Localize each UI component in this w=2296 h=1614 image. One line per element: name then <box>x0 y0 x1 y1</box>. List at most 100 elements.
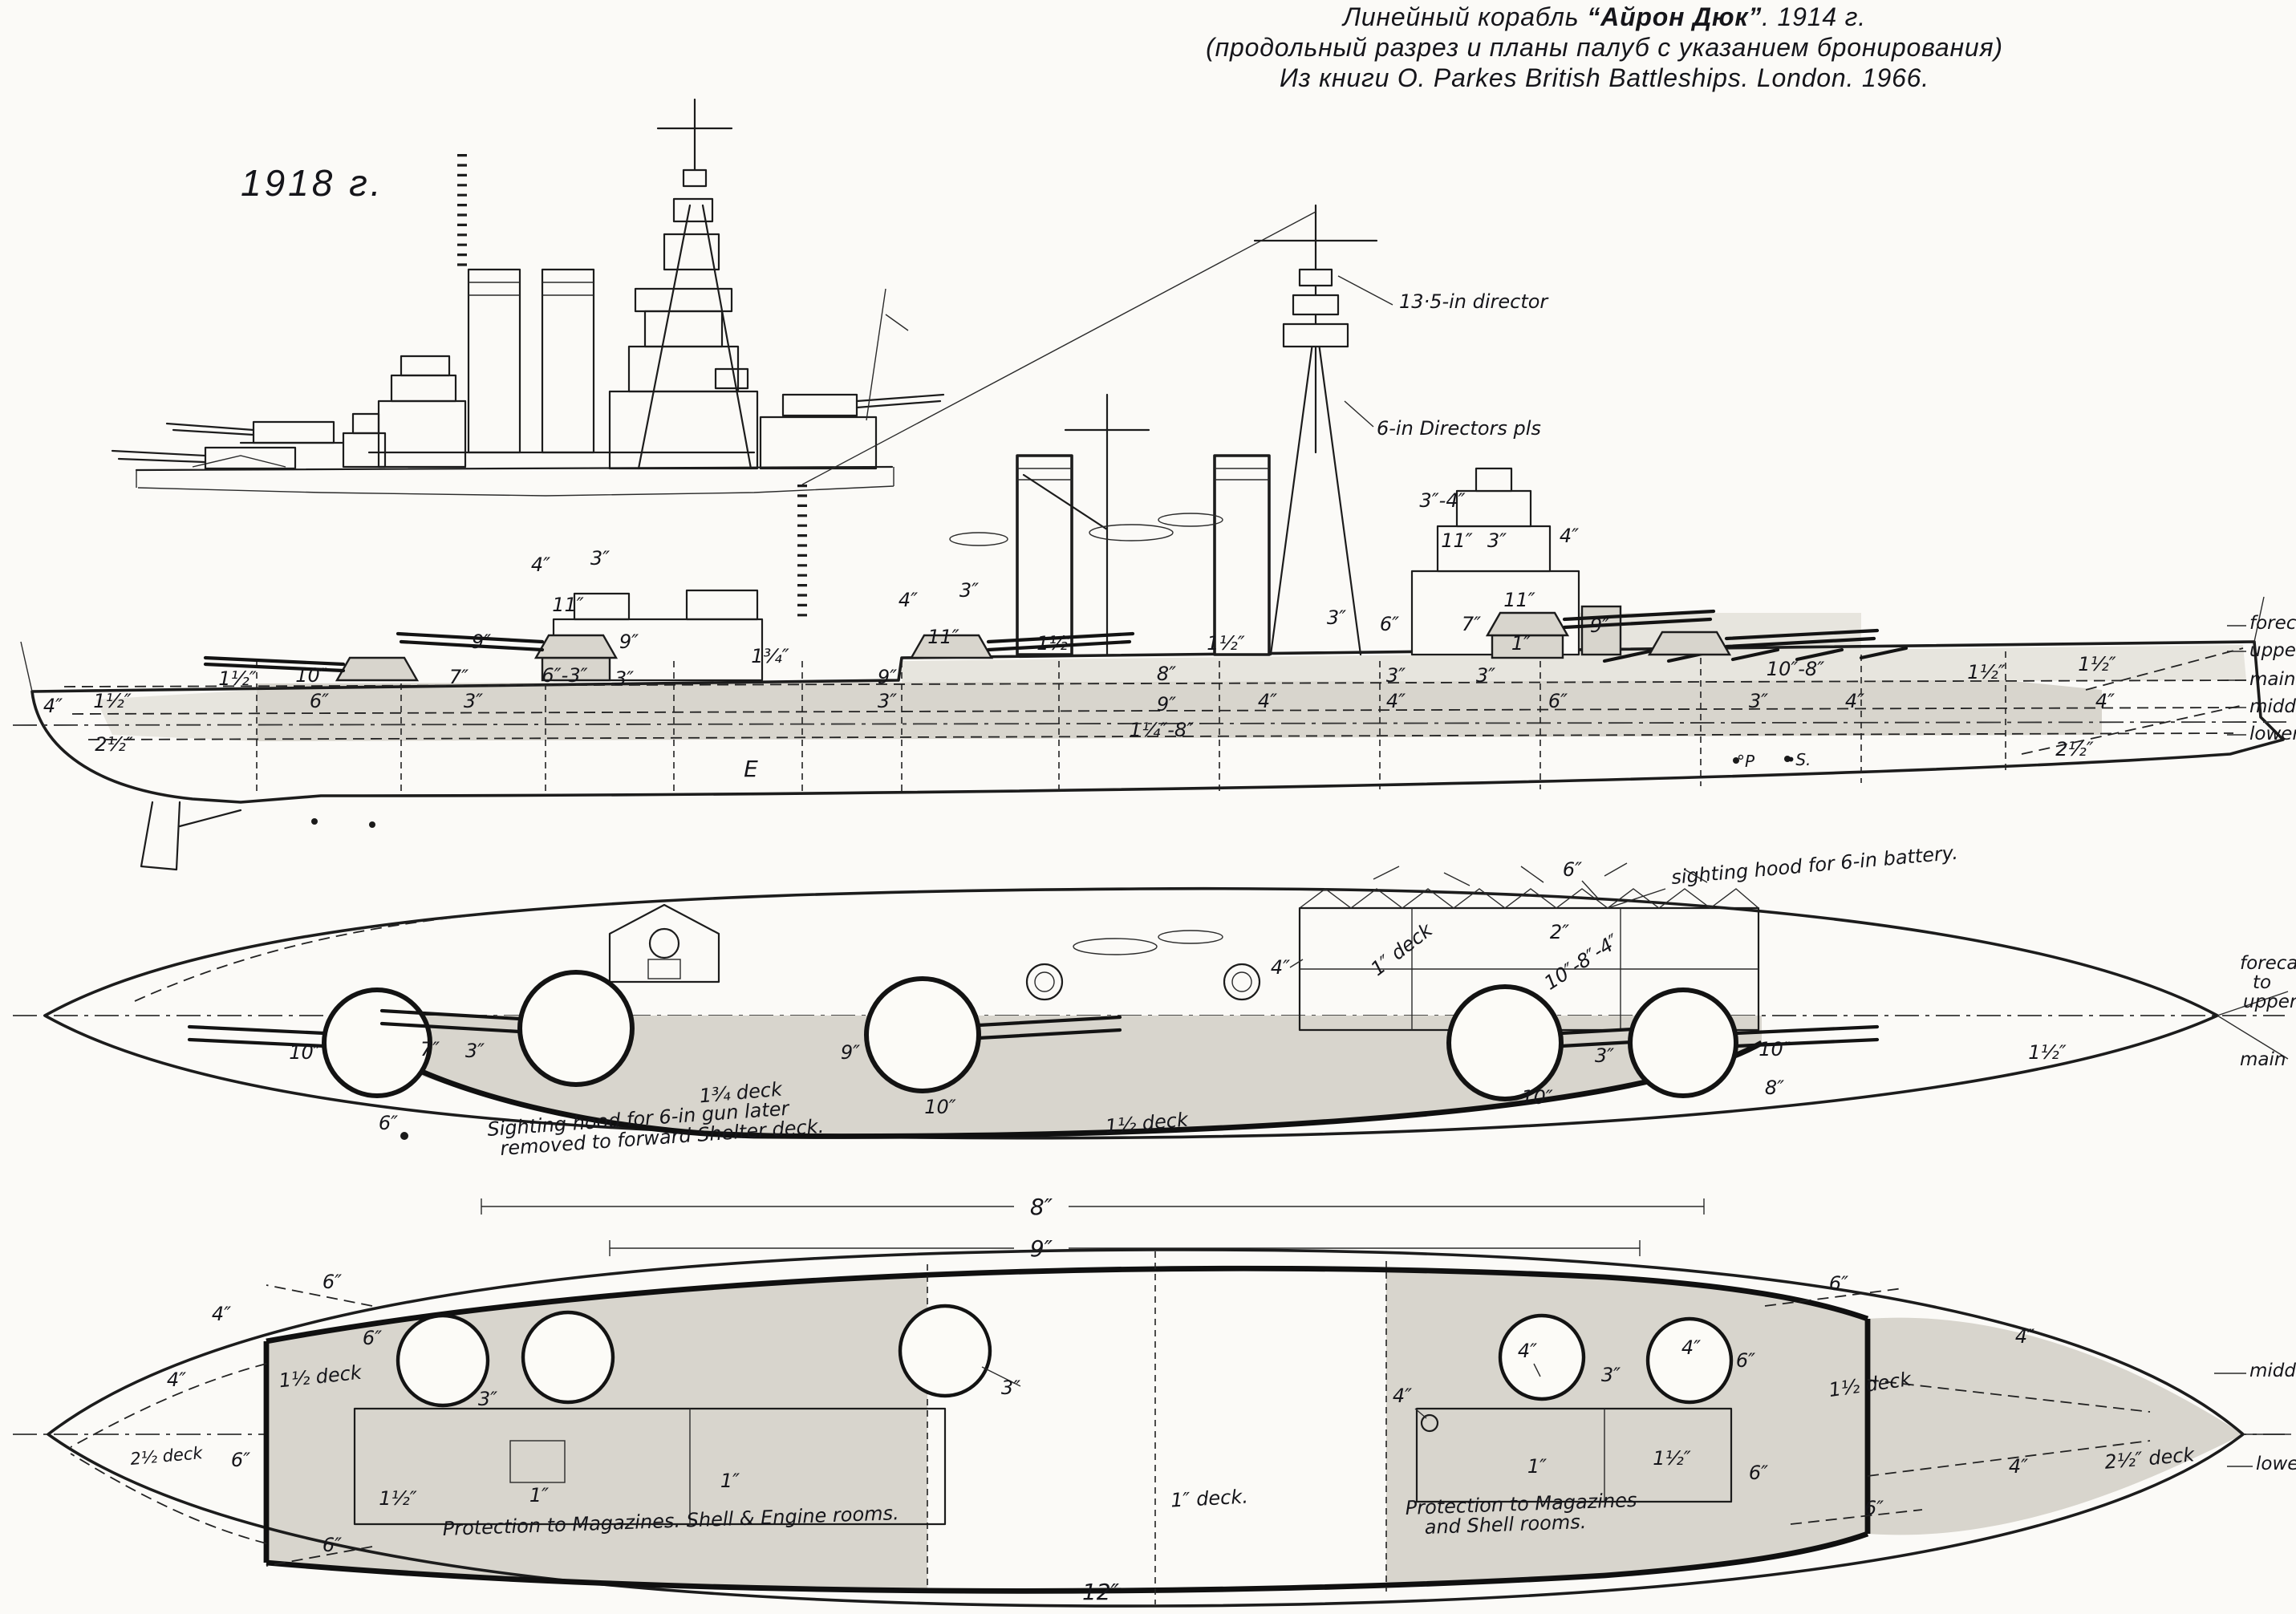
armor-thickness-label: 6″ <box>1749 1462 1768 1484</box>
aft-funnel-ring <box>1223 963 1261 1001</box>
fore-funnel-ring <box>1025 963 1064 1001</box>
armor-thickness-label: 6″ <box>363 1327 382 1349</box>
barbette-circle <box>898 1304 992 1398</box>
armor-thickness-label: 1½″ <box>2028 1041 2067 1064</box>
armor-thickness-label: 9″ <box>619 631 639 653</box>
inset-turret-b <box>252 420 335 444</box>
armor-thickness-label: 1½″ <box>1207 632 1245 655</box>
armor-thickness-label: 6″ <box>310 690 329 712</box>
armor-thickness-label: 6″ <box>1736 1349 1755 1372</box>
hood-circle <box>1420 1413 1439 1433</box>
armor-thickness-label: 1″ <box>529 1484 549 1507</box>
armor-thickness-label: 7″ <box>420 1038 440 1060</box>
hull-plan-outline <box>47 1248 2245 1608</box>
inset-year-label: 1918 г. <box>241 162 384 204</box>
armor-thickness-label: 2½ deck <box>129 1443 204 1469</box>
deck-level-label: to <box>2253 972 2271 993</box>
barbette-circle-a <box>1628 987 1738 1098</box>
armor-thickness-label: 1″ <box>1527 1455 1547 1478</box>
elevation-annotations: 4″3″11″9″9″1¾″4″3″11″1½″3″6″3″-4″11″3″4″… <box>43 290 2296 782</box>
armor-thickness-label: 3″-4″ <box>1419 489 1465 512</box>
belt-extent-8in <box>481 1198 1705 1215</box>
armoured-edge-lower <box>266 1531 1869 1594</box>
turret-b <box>1485 611 1570 637</box>
armor-thickness-label: 8″ <box>1030 1194 1053 1220</box>
armor-thickness-label: 4″ <box>2095 690 2115 712</box>
casemate-battery-edge <box>1299 888 1759 909</box>
turret-y <box>335 656 420 682</box>
antenna-wire <box>801 211 1316 485</box>
armor-thickness-label: 10″ <box>924 1096 956 1118</box>
armor-thickness-label: 11″ <box>927 626 959 648</box>
director-note: 13·5-in director <box>1399 290 1549 313</box>
gun-marks <box>1373 862 1708 886</box>
armor-thickness-label: 3″ <box>1327 606 1346 629</box>
inset-turret-a-guns <box>111 449 207 464</box>
conning-tower <box>1580 605 1622 656</box>
armor-thickness-label: 6″ <box>1563 858 1582 881</box>
belt-extent-9in <box>609 1240 1641 1256</box>
barbette-circle <box>521 1310 615 1405</box>
armor-thickness-label: 7″ <box>449 666 469 688</box>
inset-bridge <box>377 399 467 468</box>
inset-deck-line <box>135 465 894 472</box>
margin-leaders <box>2217 991 2289 1060</box>
armor-thickness-label: E <box>744 756 758 782</box>
armor-thickness-label: 9″ <box>472 631 491 653</box>
turret-a <box>1647 631 1732 656</box>
armor-thickness-label: 4″ <box>2009 1455 2028 1478</box>
armor-thickness-label: 6″ <box>1864 1497 1884 1519</box>
title-block: Линейный корабль“Айрон Дюк”. 1914 г. (пр… <box>1206 2 2002 92</box>
armor-thickness-label: 10″ <box>295 664 327 687</box>
armor-thickness-label: 4″ <box>1386 690 1406 712</box>
spotting-top <box>1282 322 1349 348</box>
armor-thickness-label: 3″ <box>1595 1044 1614 1067</box>
lower-deck-line <box>87 732 2234 740</box>
armor-thickness-label: 10″ <box>289 1041 321 1064</box>
inset-funnel-1 <box>467 268 521 454</box>
armoured-edge-upper <box>266 1265 1869 1344</box>
armoured-deck-shading <box>395 1016 1762 1137</box>
title-line3: Из книги O. Parkes British Battleships. … <box>1280 63 1929 92</box>
armor-thickness-label: 11″ <box>1441 529 1473 552</box>
barbette-circle <box>1645 1316 1734 1405</box>
armor-thickness-label: 11″ <box>1503 589 1535 611</box>
magazine-box-aft <box>353 1407 947 1526</box>
armor-thickness-label: 4″ <box>1271 956 1290 979</box>
title-line1-prefix: Линейный корабль <box>1341 2 1579 31</box>
armor-thickness-label: 4″ <box>212 1303 231 1325</box>
armor-thickness-label: 4″ <box>531 554 550 576</box>
fore-funnel <box>1016 454 1073 656</box>
bow-taper-lines2 <box>1867 1379 2151 1477</box>
armoured-bulkheads <box>263 1319 1871 1563</box>
armor-thickness-label: 3″ <box>615 667 634 690</box>
armor-thickness-label: 3″ <box>959 579 979 602</box>
armoured-deck-edge <box>393 1040 1763 1139</box>
armor-thickness-label: 3″ <box>1601 1364 1621 1386</box>
gun-director <box>1298 268 1333 287</box>
armor-thickness-label: 8″ <box>1157 663 1176 685</box>
deck-level-label: upper <box>2243 992 2296 1012</box>
inset-hull-bottom <box>136 467 894 497</box>
leader-lines <box>1337 275 1393 428</box>
armor-thickness-label: 3″ <box>465 1040 485 1062</box>
middle-deck-line <box>71 707 2244 715</box>
armor-thickness-label: 10″ <box>1521 1086 1553 1109</box>
armor-thickness-label: 3″ <box>590 547 610 570</box>
note-label: sighting hood for 6-in battery. <box>1670 841 1959 889</box>
barbette-circle-x <box>517 970 635 1087</box>
armor-thickness-label: 1½″ <box>1653 1447 1691 1470</box>
barbette-circle-y <box>322 987 432 1098</box>
armor-thickness-label: 4″ <box>167 1369 186 1391</box>
armor-thickness-label: °P <box>1737 752 1755 771</box>
margin-ticks2 <box>2214 1373 2291 1467</box>
deck-level-label: main <box>2240 1049 2286 1070</box>
aft-funnel <box>1213 454 1271 656</box>
rudder <box>140 801 242 871</box>
armor-thickness-label: 6″ <box>231 1449 250 1471</box>
armor-thickness-label: 1½″ <box>1967 661 2006 683</box>
inset-mainmast <box>866 288 909 421</box>
magazine-box-forward <box>1415 1407 1733 1503</box>
